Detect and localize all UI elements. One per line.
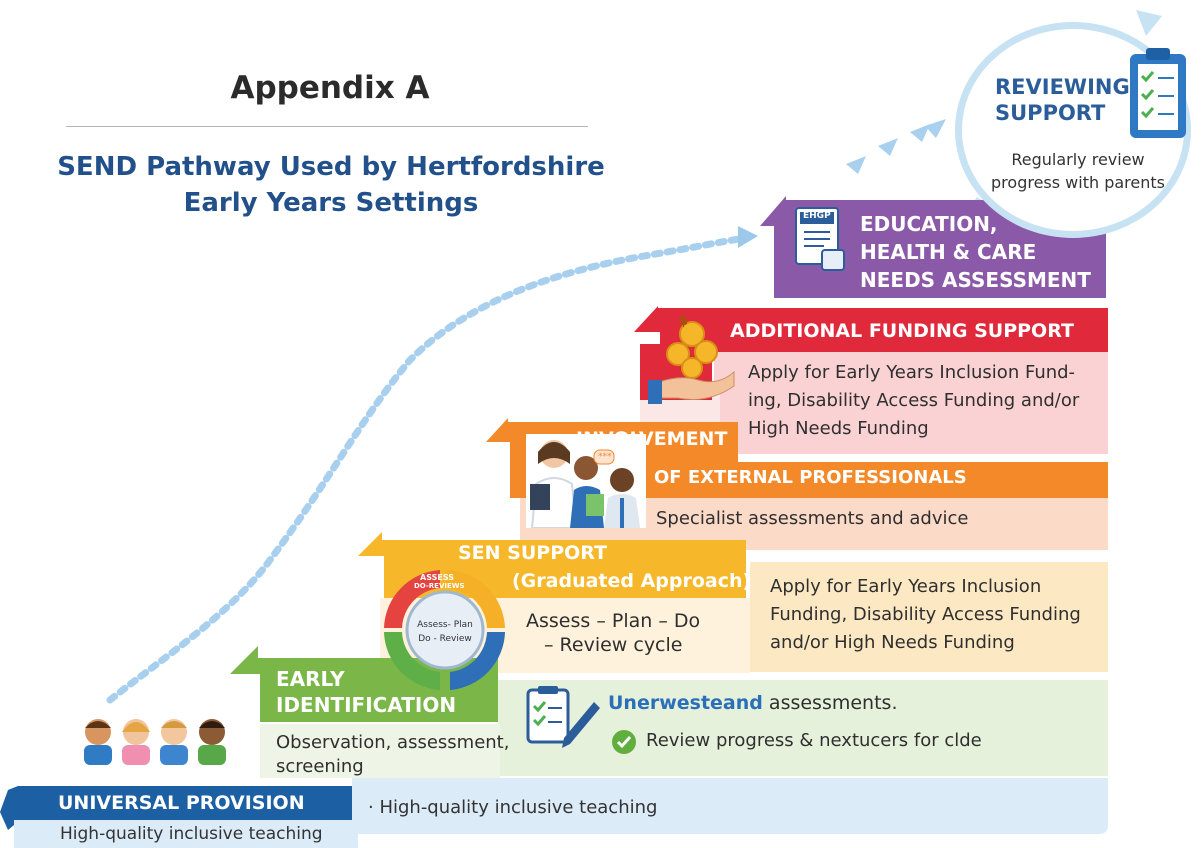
sen-right-1: Apply for Early Years Inclusion: [770, 576, 1042, 597]
assessments-line: Unerwesteand assessments.: [608, 692, 898, 714]
assess-rest: assessments.: [762, 692, 898, 714]
universal-right-text: · High-quality inclusive teaching: [368, 797, 658, 818]
subtitle-line-1: SEND Pathway Used by Hertfordshire: [57, 152, 605, 182]
children-icon: [84, 719, 226, 765]
review-text: Regularly review progress with parents: [988, 148, 1168, 194]
external-text: Specialist assessments and advice: [656, 508, 969, 529]
ehc-label-3: NEEDS ASSESSMENT: [860, 268, 1091, 292]
page-title: Appendix A: [230, 70, 430, 106]
clipboard-pen-icon: [526, 686, 600, 748]
subtitle-line-2: Early Years Settings: [183, 188, 479, 218]
sen-right-3: and/or High Needs Funding: [770, 632, 1015, 653]
review-text-1: Regularly review: [1011, 150, 1145, 169]
early-label-1: EARLY: [276, 667, 345, 691]
cycle-top-label-2: DO-REVIEWS: [414, 582, 465, 590]
ehcp-document-icon: [795, 207, 845, 271]
cycle-top-label: ASSESS: [420, 573, 454, 582]
path-arrowhead-icon: [738, 226, 758, 248]
funding-label: ADDITIONAL FUNDING SUPPORT: [730, 320, 1074, 342]
ehcp-doc-tag: EHGP: [803, 211, 831, 221]
universal-label: UNIVERSAL PROVISION: [58, 792, 305, 814]
path-dash-icon: [910, 124, 930, 142]
review-cycle-arrow-icon: [1136, 10, 1162, 36]
early-text-2: screening: [276, 756, 364, 777]
check-circle-icon: [612, 730, 636, 754]
child-1-icon: [84, 719, 112, 765]
early-label-2: IDENTIFICATION: [276, 693, 457, 717]
checklist-clipboard-icon: [1130, 48, 1186, 138]
path-arrowhead-icon: [925, 119, 946, 138]
tint-early-left: [260, 724, 500, 778]
child-4-icon: [198, 719, 226, 765]
early-text-1: Observation, assessment,: [276, 732, 510, 753]
speech-bubble-dots: ***: [598, 452, 612, 462]
sen-text-1: Assess – Plan – Do: [526, 610, 701, 632]
professionals-icon: [526, 434, 646, 528]
tint-sen: [750, 562, 1108, 672]
funding-text-3: High Needs Funding: [748, 418, 929, 439]
sen-label-2: (Graduated Approach): [512, 570, 752, 592]
cycle-center-2: Do - Review: [418, 634, 472, 644]
review-title: REVIEWING SUPPORT: [995, 74, 1130, 126]
tint-universal: [352, 778, 1108, 834]
funding-text-2: ing, Disability Access Funding and/or: [748, 390, 1080, 411]
assess-plan-do-review-cycle-icon: [384, 570, 505, 690]
universal-banner: [0, 786, 358, 848]
funding-banner: [634, 306, 1108, 352]
coin-symbol: $: [679, 314, 689, 329]
sen-text-2: – Review cycle: [544, 634, 683, 656]
ehc-label-2: HEALTH & CARE: [860, 240, 1037, 264]
funding-text-1: Apply for Early Years Inclusion Fund-: [748, 362, 1076, 383]
tint-early: [498, 680, 1108, 776]
child-2-icon: [122, 719, 150, 765]
coins-hand-icon: [648, 321, 735, 404]
title-divider: [66, 126, 588, 127]
cycle-center-1: Assess- Plan: [417, 620, 473, 630]
child-3-icon: [160, 719, 188, 765]
review-text-2: progress with parents: [991, 173, 1165, 192]
assess-highlight: Unerwesteand: [608, 692, 763, 714]
review-title-2: SUPPORT: [995, 101, 1106, 125]
external-label-2: OF EXTERNAL PROFESSIONALS: [654, 467, 967, 488]
path-dash-icon: [846, 156, 866, 174]
ehc-label-1: EDUCATION,: [860, 212, 998, 236]
tint-funding: [714, 352, 1108, 454]
path-dash-icon: [878, 138, 898, 156]
sen-label-1: SEN SUPPORT: [458, 542, 608, 564]
review-title-1: REVIEWING: [995, 75, 1130, 99]
sen-right-2: Funding, Disability Access Funding: [770, 604, 1081, 625]
review-progress-text: Review progress & nextucers for clde: [646, 730, 982, 751]
universal-below-text: High-quality inclusive teaching: [60, 824, 323, 844]
dashed-path-line: [106, 234, 749, 704]
